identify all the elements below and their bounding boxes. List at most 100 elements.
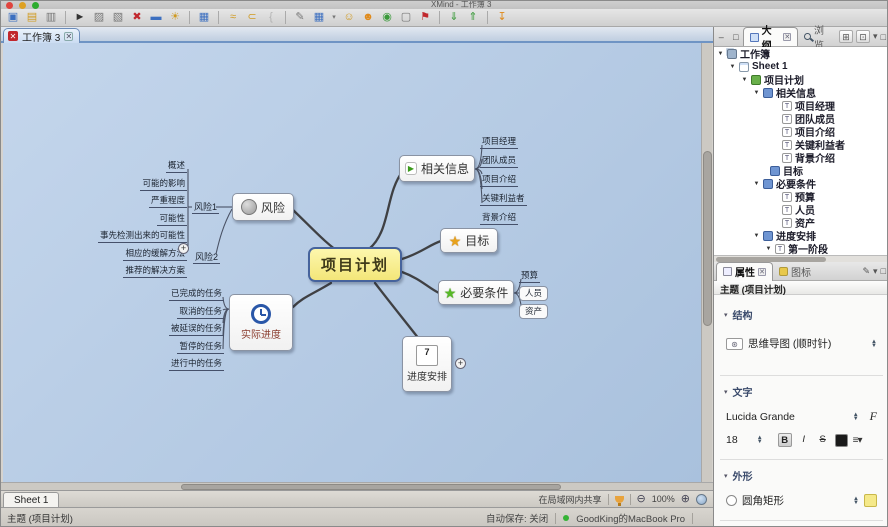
tab-browse[interactable]: 浏览 <box>798 26 839 52</box>
subtopic[interactable]: 预算 <box>519 269 541 283</box>
new-workbook-icon[interactable]: ▣ <box>7 11 19 23</box>
subtopic[interactable]: 团队成员 <box>480 154 519 168</box>
paste-icon[interactable]: ▧ <box>112 11 124 23</box>
marker2-icon[interactable]: ☻ <box>362 11 374 23</box>
restore-panel-icon[interactable]: □ <box>880 31 887 42</box>
subtopic[interactable]: 暂停的任务 <box>177 340 224 354</box>
pencil-icon[interactable]: ✎ <box>295 11 305 23</box>
section-shape[interactable]: ▾外形 <box>724 472 753 483</box>
vertical-scrollbar[interactable] <box>701 43 712 482</box>
expand-plus-icon[interactable]: + <box>178 243 189 254</box>
sheet-tab[interactable]: Sheet 1 <box>3 492 60 507</box>
tab-workbook-3[interactable]: ✕ 工作簿 3 ✕ <box>3 28 81 44</box>
subtopic[interactable]: 事先检测出来的可能性 <box>97 229 187 243</box>
subtopic[interactable]: 进行中的任务 <box>168 357 224 371</box>
font-style-button[interactable]: F <box>869 409 877 423</box>
share-icon[interactable]: ► <box>74 11 86 23</box>
topic-risk[interactable]: 风险 <box>232 193 294 221</box>
structure-stepper[interactable]: ▲▼ <box>871 338 877 349</box>
italic-button[interactable]: I <box>802 434 805 445</box>
open-icon[interactable]: ▤ <box>26 11 38 23</box>
subtopic[interactable]: 取消的任务 <box>177 305 224 319</box>
map-canvas[interactable]: 项目计划 风险 ▶ 相关信息 ★ 目标 ★ 必要条件 7 进度安排 实际进度 项… <box>3 43 701 482</box>
view-menu-icon[interactable]: ▾ <box>873 31 878 41</box>
topic-goal[interactable]: ★ 目标 <box>440 228 498 253</box>
copy-icon[interactable]: ▨ <box>93 11 105 23</box>
zoom-out-button[interactable]: ⊖ <box>636 492 646 505</box>
subtopic[interactable]: 项目经理 <box>480 135 519 149</box>
font-color-swatch[interactable] <box>834 433 848 447</box>
zoom-fit-button[interactable] <box>696 493 707 505</box>
section-text[interactable]: ▾文字 <box>724 388 753 399</box>
font-select[interactable]: Lucida Grande ▲▼ F <box>714 409 887 424</box>
subtopic[interactable]: 推荐的解决方案 <box>123 264 187 278</box>
tree-row-related[interactable]: ▼相关信息 <box>714 86 887 100</box>
strikethrough-button[interactable]: S <box>819 434 826 445</box>
vscroll-thumb[interactable] <box>703 151 712 326</box>
export-icon[interactable]: ↧ <box>497 11 507 23</box>
subtopic[interactable]: 人员 <box>519 286 549 301</box>
subtopic[interactable]: 已完成的任务 <box>168 287 224 301</box>
panel-button-1[interactable]: ⊞ <box>839 30 854 43</box>
drill-up-icon[interactable]: ⇑ <box>468 11 478 23</box>
font-stepper[interactable]: ▲▼ <box>852 411 859 422</box>
shape-stepper[interactable]: ▲▼ <box>853 495 859 506</box>
image-icon[interactable]: ▦ <box>313 11 325 23</box>
panel-button-2[interactable]: ⊡ <box>856 30 871 43</box>
relationship-icon[interactable]: ≈ <box>229 11 237 23</box>
minimize-window-icon[interactable] <box>19 2 26 9</box>
zoom-window-icon[interactable] <box>32 2 39 9</box>
topic-requirements[interactable]: ★ 必要条件 <box>438 280 514 305</box>
topic-risk2[interactable]: 风险2 <box>193 247 221 265</box>
flag-icon[interactable]: ⚑ <box>420 11 430 23</box>
attachment-icon[interactable]: ▢ <box>400 11 412 23</box>
props-menu-icon[interactable]: ▾ <box>873 265 878 276</box>
trophy-icon[interactable] <box>614 495 624 506</box>
subtopic[interactable]: 概述 <box>165 159 187 173</box>
tab-outline[interactable]: 大纲 ✕ <box>743 26 799 52</box>
shape-select[interactable]: 圆角矩形 ▲▼ <box>714 493 887 508</box>
minimize-editor-icon[interactable]: ‒ <box>718 31 724 42</box>
zoom-in-button[interactable]: ⊕ <box>680 492 690 505</box>
align-button[interactable]: ≡▾ <box>852 434 863 446</box>
hyperlink-icon[interactable]: ◉ <box>382 11 392 23</box>
subtopic[interactable]: 可能性 <box>157 212 187 226</box>
subtopic[interactable]: 项目介绍 <box>480 173 519 187</box>
bold-button[interactable]: B <box>777 433 792 447</box>
expand-plus-icon[interactable]: + <box>455 358 466 369</box>
section-structure[interactable]: ▾结构 <box>724 311 753 322</box>
tree-hscrollbar[interactable] <box>714 255 887 262</box>
maximize-editor-icon[interactable]: □ <box>733 31 739 42</box>
shape-color-swatch[interactable] <box>864 494 877 507</box>
props-restore-icon[interactable]: □ <box>880 266 886 276</box>
topic-actual-progress[interactable]: 实际进度 <box>229 294 293 351</box>
summary-icon[interactable]: { <box>269 11 273 23</box>
tab-properties[interactable]: 属性 ✕ <box>716 261 773 281</box>
tree-row-sheet1[interactable]: ▼Sheet 1 <box>729 61 788 72</box>
marker-icon[interactable]: ☺ <box>343 11 355 23</box>
subtopic[interactable]: 相应的缓解方法 <box>123 247 187 261</box>
lan-share-label[interactable]: 在局域网内共享 <box>538 494 602 505</box>
close-window-icon[interactable] <box>6 2 13 9</box>
edit-icon[interactable]: ✎ <box>862 265 871 276</box>
close-outline-icon[interactable]: ✕ <box>783 33 792 41</box>
presentation-icon[interactable]: ▬ <box>150 11 162 23</box>
topic-related-info[interactable]: ▶ 相关信息 <box>399 155 475 182</box>
tree-hscroll-thumb[interactable] <box>716 257 826 262</box>
tree-row-workbook[interactable]: ▼工作簿 <box>714 47 887 61</box>
topic-central[interactable]: 项目计划 <box>308 247 402 282</box>
drill-down-icon[interactable]: ⇓ <box>449 11 459 23</box>
hscroll-thumb[interactable] <box>181 484 561 490</box>
subtopic[interactable]: 背景介绍 <box>480 211 519 225</box>
tree-row-central[interactable]: ▼项目计划 <box>714 73 887 87</box>
tree-row-requirements[interactable]: ▼必要条件 <box>714 177 887 191</box>
tree-row-goal[interactable]: 目标 <box>714 164 887 178</box>
subtopic[interactable]: 关键利益者 <box>480 192 527 206</box>
tab-markers[interactable]: 图标 <box>773 262 817 281</box>
subtopic[interactable]: 严重程度 <box>148 194 187 208</box>
